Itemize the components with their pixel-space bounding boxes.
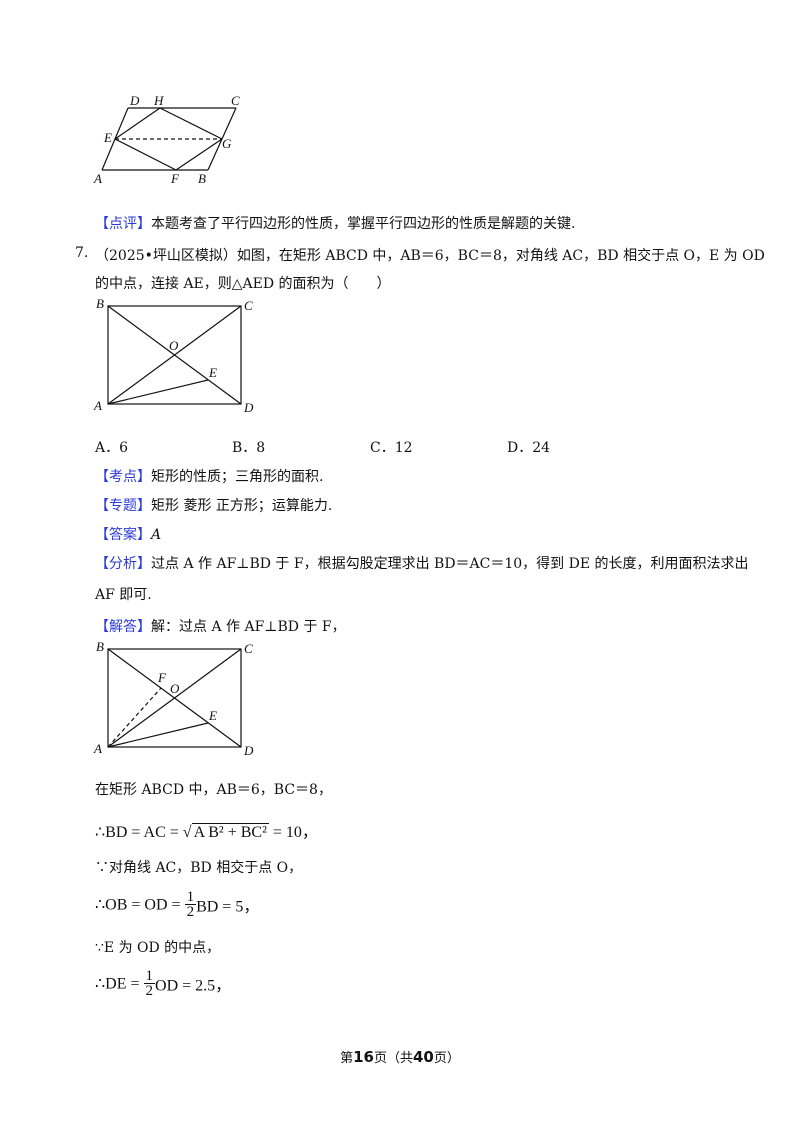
solution-step-5: ∵E 为 OD 的中点， xyxy=(95,940,221,956)
label-h: H xyxy=(153,93,164,108)
zhuanti-text: 矩形 菱形 正方形；运算能力. xyxy=(151,498,333,514)
footer-page-number: 16 xyxy=(353,1048,374,1066)
kaodian-text: 矩形的性质；三角形的面积. xyxy=(151,469,324,485)
fenxi-text-1: 过点 A 作 AF⊥BD 于 F，根据勾股定理求出 BD＝AC＝10，得到 DE… xyxy=(151,556,749,572)
label-f: F xyxy=(157,670,167,685)
label-a: A xyxy=(93,398,102,413)
option-b[interactable]: B．8 xyxy=(232,440,266,456)
page-footer: 第16页（共40页） xyxy=(0,1047,800,1066)
label-b: B xyxy=(96,639,104,654)
fenxi-line2: AF 即可. xyxy=(95,587,152,603)
sqrt-radicand: A B² + BC² xyxy=(191,823,269,841)
footer-pre: 第 xyxy=(340,1051,354,1066)
rectangle-figure-with-altitude: B C F O E A D xyxy=(93,639,254,758)
label-a: A xyxy=(93,741,102,756)
label-o: O xyxy=(170,681,180,696)
label-c: C xyxy=(244,641,253,656)
footer-total-pages: 40 xyxy=(413,1048,434,1066)
dianping-text: 本题考查了平行四边形的性质，掌握平行四边形的性质是解题的关键. xyxy=(151,216,576,232)
fenxi-line1: 【分析】过点 A 作 AF⊥BD 于 F，根据勾股定理求出 BD＝AC＝10，得… xyxy=(95,553,749,573)
label-c: C xyxy=(244,298,253,313)
dianping-line: 【点评】本题考查了平行四边形的性质，掌握平行四边形的性质是解题的关键. xyxy=(95,213,575,233)
option-d[interactable]: D．24 xyxy=(507,440,551,456)
diagonal-bd xyxy=(107,648,242,748)
jieda-line: 【解答】解：过点 A 作 AF⊥BD 于 F， xyxy=(95,616,346,636)
parallelogram-figure: D H C E G A F B xyxy=(93,93,240,186)
question-number: 7. xyxy=(75,245,89,261)
label-e: E xyxy=(208,365,217,380)
fenxi-tag: 【分析】 xyxy=(95,556,151,572)
question-line1: （2025•坪山区模拟）如图，在矩形 ABCD 中，AB＝6，BC＝8，对角线 … xyxy=(95,248,765,264)
label-d: D xyxy=(243,743,254,758)
option-c[interactable]: C．12 xyxy=(370,440,413,456)
fraction-denominator: 2 xyxy=(186,904,195,920)
step6-prefix: ∴DE = xyxy=(95,975,144,993)
solution-step-2: ∴BD = AC = √A B² + BC² = 10， xyxy=(95,818,318,842)
rectangle-figure: B C O E A D xyxy=(93,296,254,415)
sqrt-sign: √ xyxy=(182,824,192,841)
rect-abcd xyxy=(107,305,242,405)
question-line2: 的中点，连接 AE，则△AED 的面积为（ ） xyxy=(95,276,391,292)
label-c: C xyxy=(231,93,240,108)
segment-fe xyxy=(114,138,177,171)
footer-post: 页） xyxy=(433,1051,460,1066)
segment-af-dashed xyxy=(107,687,162,748)
label-e: E xyxy=(103,130,112,145)
label-b: B xyxy=(198,171,206,186)
footer-mid: 页（共 xyxy=(373,1051,413,1066)
segment-ae xyxy=(107,722,209,748)
label-b: B xyxy=(96,296,104,311)
fraction-denominator: 2 xyxy=(145,983,154,999)
fraction-numerator: 1 xyxy=(184,889,197,905)
label-g: G xyxy=(222,136,232,151)
dianping-tag: 【点评】 xyxy=(95,216,151,232)
label-e: E xyxy=(208,708,217,723)
kaodian-tag: 【考点】 xyxy=(95,469,151,485)
fraction-numerator: 1 xyxy=(143,968,156,984)
solution-step-3: ∵对角线 AC，BD 相交于点 O， xyxy=(95,860,303,876)
step6-suffix: OD = 2.5， xyxy=(155,977,232,995)
rect-abcd xyxy=(107,648,242,748)
label-a: A xyxy=(93,171,102,186)
step2-suffix: = 10， xyxy=(268,824,318,841)
option-a[interactable]: A．6 xyxy=(95,440,129,456)
segment-hg xyxy=(159,107,223,140)
label-o: O xyxy=(169,338,179,353)
daan-tag: 【答案】 xyxy=(95,527,151,543)
diagonal-bd xyxy=(107,305,242,405)
step2-prefix: ∴BD = AC = xyxy=(95,824,183,841)
step4-prefix: ∴OB = OD = xyxy=(95,896,185,914)
zhuanti-tag: 【专题】 xyxy=(95,498,151,514)
label-d: D xyxy=(129,93,140,108)
kaodian-line: 【考点】矩形的性质；三角形的面积. xyxy=(95,466,323,486)
label-f: F xyxy=(170,171,180,186)
segment-ae xyxy=(107,379,209,405)
jieda-tag: 【解答】 xyxy=(95,619,151,635)
zhuanti-line: 【专题】矩形 菱形 正方形；运算能力. xyxy=(95,495,332,515)
segment-eh xyxy=(114,107,161,140)
segment-gf xyxy=(175,138,223,171)
daan-line: 【答案】A xyxy=(95,524,161,544)
jieda-text: 解：过点 A 作 AF⊥BD 于 F， xyxy=(151,619,346,635)
daan-text: A xyxy=(151,527,162,543)
label-d: D xyxy=(243,400,254,415)
solution-step-1: 在矩形 ABCD 中，AB＝6，BC＝8， xyxy=(95,782,332,798)
step4-suffix: BD = 5， xyxy=(196,898,260,916)
